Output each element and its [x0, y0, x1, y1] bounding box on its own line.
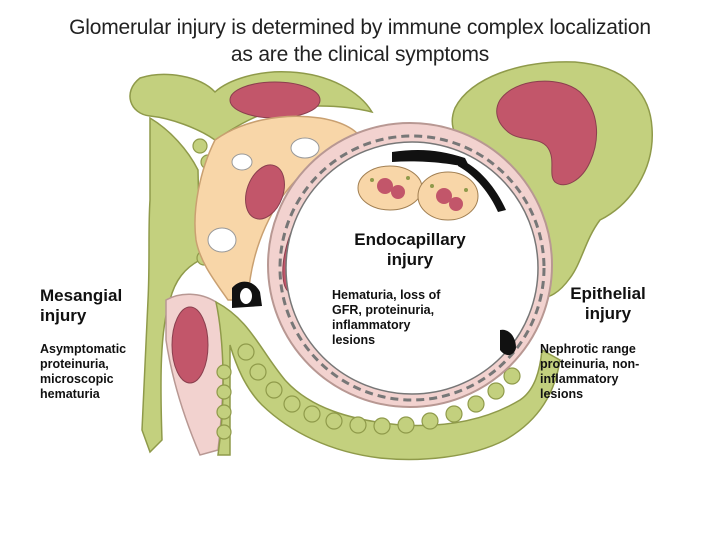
subendothelial-deposit	[392, 150, 470, 168]
diagram-title: Glomerular injury is determined by immun…	[0, 14, 720, 68]
mesangial-desc-line: Asymptomatic	[40, 342, 127, 356]
subepithelial-deposit	[458, 158, 506, 212]
epithelial-deposit	[500, 329, 516, 356]
epithelial-heading-line-1: Epithelial	[570, 284, 646, 303]
endocapillary-desc-line: lesions	[332, 333, 376, 347]
epithelial-podocyte-nucleus	[496, 80, 598, 186]
endocapillary-desc-line: Hematuria, loss of	[332, 288, 441, 302]
lower-foot-process-bumps	[216, 343, 521, 440]
endocapillary-injury-description: Hematuria, loss of GFR, proteinuria, inf…	[332, 288, 440, 348]
left-podocyte-foot-processes	[141, 116, 201, 454]
epithelial-desc-line: Nephrotic range	[540, 342, 636, 356]
mesangial-injury-heading: Mesangial injury	[40, 286, 122, 326]
epithelial-desc-line: proteinuria, non-	[540, 357, 640, 371]
lower-left-nucleus	[171, 306, 209, 384]
title-line-2: as are the clinical symptoms	[230, 43, 490, 66]
mesangial-desc-line: hematuria	[40, 387, 100, 401]
endothelial-fenestrations	[278, 134, 546, 402]
endocapillary-desc-line: inflammatory	[332, 318, 411, 332]
mesangial-injury-description: Asymptomatic proteinuria, microscopic he…	[40, 342, 126, 402]
endocapillary-heading-line-1: Endocapillary	[354, 230, 466, 249]
epithelial-heading-line-2: injury	[584, 304, 632, 323]
mesangial-deposit-highlight	[240, 288, 252, 304]
upper-left-nucleus	[229, 81, 321, 119]
epithelial-desc-line: lesions	[540, 387, 584, 401]
mesangial-desc-line: microscopic	[40, 372, 114, 386]
endocapillary-injury-heading: Endocapillary injury	[340, 230, 480, 270]
endocapillary-desc-line: GFR, proteinuria,	[332, 303, 435, 317]
lower-podocyte-band	[214, 300, 561, 461]
epithelial-injury-heading: Epithelial injury	[553, 284, 663, 324]
epithelial-desc-line: inflammatory	[540, 372, 619, 386]
endocapillary-heading-line-2: injury	[386, 250, 434, 269]
endocapillary-inflammatory-cells	[357, 165, 479, 221]
mesangial-heading-line-2: injury	[40, 306, 87, 325]
epithelial-injury-description: Nephrotic range proteinuria, non- inflam…	[540, 342, 639, 402]
mesangial-matrix-dots	[207, 137, 320, 253]
mesangial-desc-line: proteinuria,	[40, 357, 109, 371]
mesangial-heading-line-1: Mesangial	[40, 286, 123, 305]
mesangial-cell-nucleus	[245, 164, 285, 220]
title-line-1: Glomerular injury is determined by immun…	[69, 16, 651, 39]
